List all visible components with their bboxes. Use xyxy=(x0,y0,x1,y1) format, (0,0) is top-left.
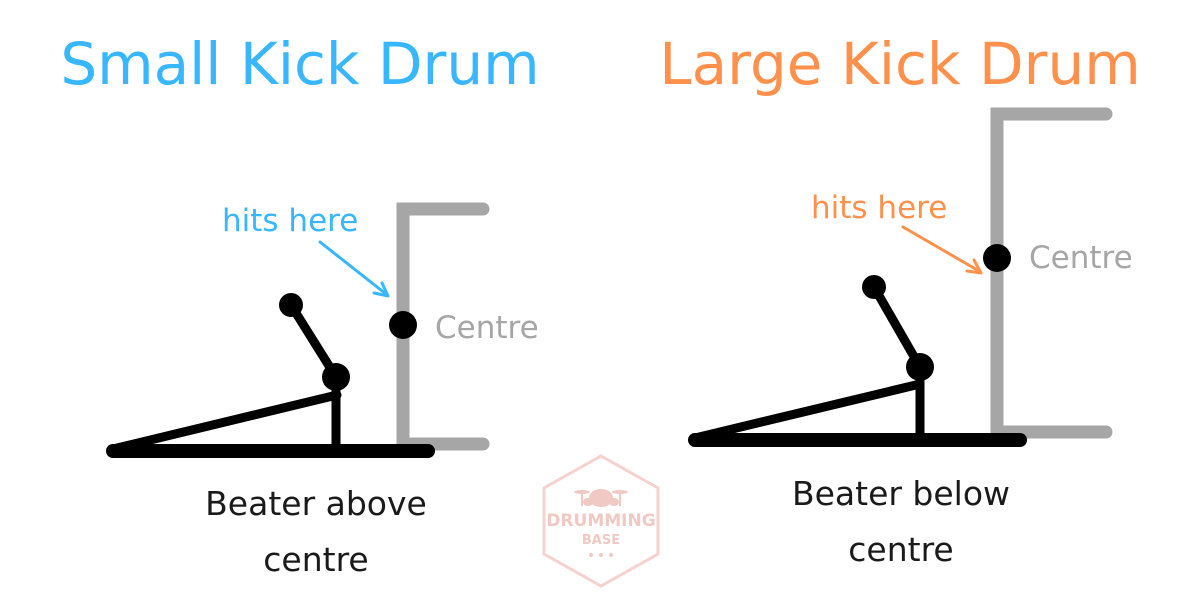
pivot-joint xyxy=(906,353,934,381)
beater-head xyxy=(862,275,886,299)
caption-line-1: Beater below xyxy=(791,474,1011,513)
watermark-line-2: BASE xyxy=(582,533,620,548)
beater-arm xyxy=(286,300,341,382)
centre-label: Centre xyxy=(1029,240,1133,276)
drumming-base-watermark-logo: DRUMMING BASE xyxy=(542,454,660,588)
pivot-joint xyxy=(322,363,350,391)
centre-point xyxy=(389,311,417,339)
small-kick-drum-title: Small Kick Drum xyxy=(60,30,540,98)
large-kick-drum-panel: Large Kick Drum hits here Centre Beater … xyxy=(600,0,1200,600)
centre-point xyxy=(983,244,1011,272)
pedal-footboard xyxy=(690,379,925,443)
drum-shell xyxy=(990,107,1113,439)
hits-here-label: hits here xyxy=(811,190,948,226)
hit-arrow xyxy=(318,240,388,296)
drum-kit-icon xyxy=(574,489,628,507)
beater-head xyxy=(279,293,303,317)
large-kick-drum-diagram xyxy=(688,107,1113,447)
watermark-stars xyxy=(589,553,613,557)
watermark-line-1: DRUMMING xyxy=(546,511,655,531)
small-kick-drum-diagram xyxy=(106,202,490,458)
beater-arm xyxy=(869,282,925,372)
pedal-footboard xyxy=(108,390,342,454)
caption-line-2: centre xyxy=(848,530,954,569)
hit-arrow-head xyxy=(372,281,390,298)
caption-line-2: centre xyxy=(263,540,369,579)
hits-here-label: hits here xyxy=(222,203,359,239)
hit-arrow-head xyxy=(965,258,983,275)
hit-arrow xyxy=(901,225,981,273)
caption-line-1: Beater above xyxy=(205,484,427,523)
centre-label: Centre xyxy=(435,310,539,346)
small-kick-drum-panel: Small Kick Drum hits here Centre Beater … xyxy=(60,30,540,579)
large-kick-drum-title: Large Kick Drum xyxy=(659,30,1141,98)
